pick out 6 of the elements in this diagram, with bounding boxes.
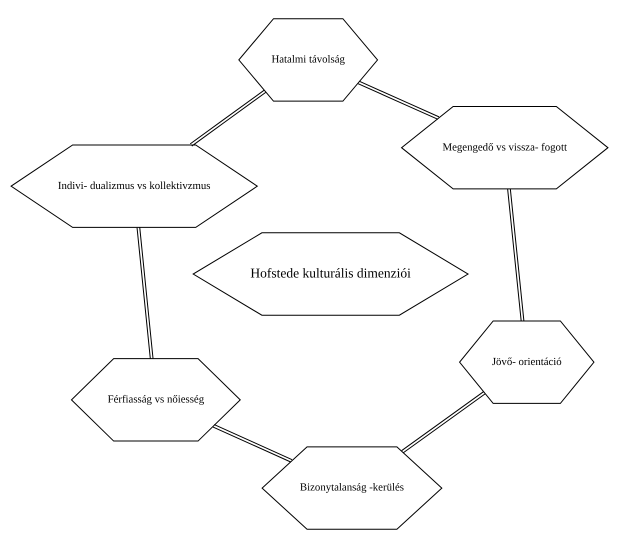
connector [212,424,292,463]
connector [190,90,266,146]
connector [507,188,524,322]
connector [358,80,440,120]
connector [401,391,486,454]
connector [136,227,154,359]
